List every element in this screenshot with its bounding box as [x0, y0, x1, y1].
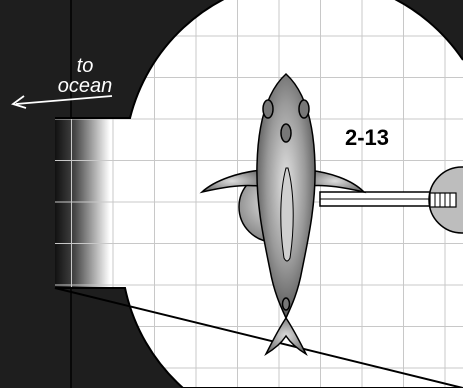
- specimen-label: 2-13: [345, 125, 389, 151]
- inlet-channel-gradient: [55, 118, 110, 288]
- tail-spot: [283, 298, 290, 310]
- dorsal-ridge: [281, 168, 293, 261]
- clamp-icon: [430, 193, 456, 207]
- direction-label-line2: ocean: [50, 76, 120, 96]
- direction-label: to ocean: [50, 56, 120, 96]
- tether-rod: [320, 192, 438, 206]
- arrow-left-icon: [13, 96, 112, 108]
- head-spot: [281, 124, 291, 142]
- left-eye: [263, 100, 273, 118]
- right-eye: [299, 100, 309, 118]
- direction-label-line1: to: [50, 56, 120, 76]
